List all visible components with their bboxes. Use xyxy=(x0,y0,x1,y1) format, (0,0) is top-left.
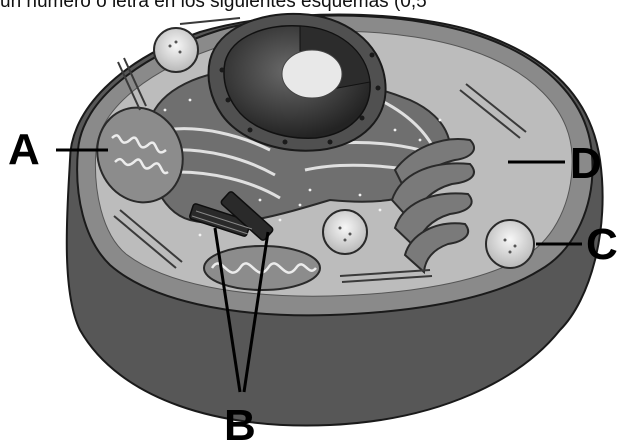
nucleolus xyxy=(282,50,342,98)
label-d: D xyxy=(570,139,602,188)
label-c: C xyxy=(586,220,618,269)
vesicle-top xyxy=(154,28,198,72)
vesicle-middle xyxy=(323,210,367,254)
label-b: B xyxy=(224,401,256,445)
vesicle-c xyxy=(486,220,534,268)
label-a: A xyxy=(8,125,40,174)
